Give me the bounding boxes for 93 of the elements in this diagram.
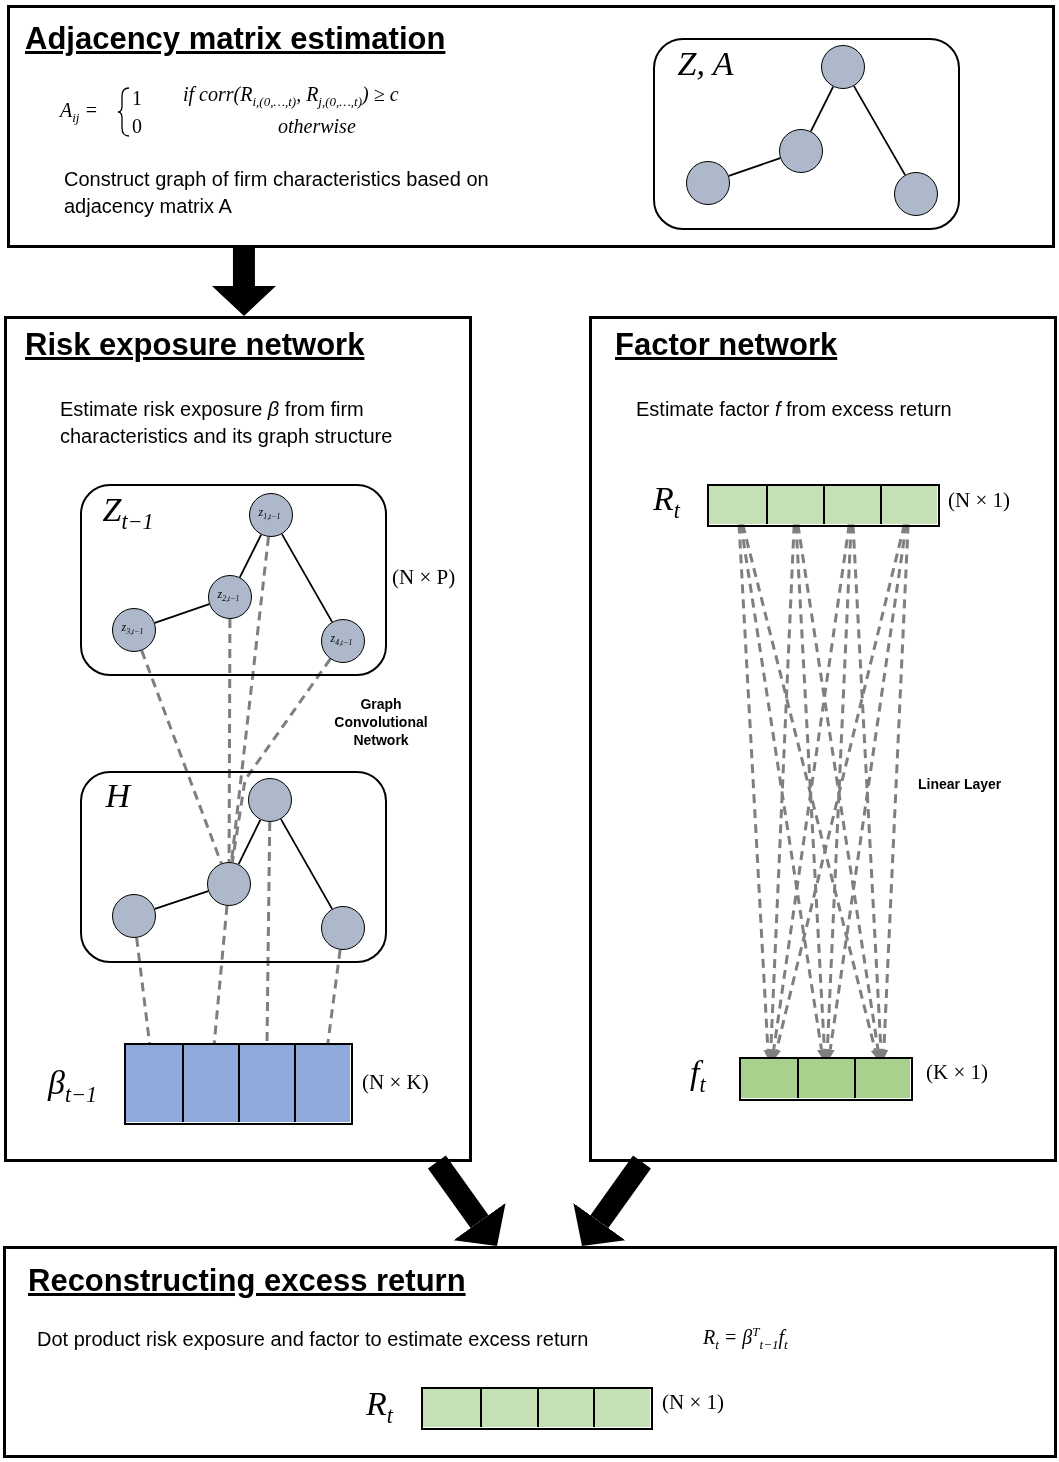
dashed-connector [879, 524, 910, 1060]
vector-cell [741, 1059, 797, 1098]
dashed-connector [769, 524, 851, 1060]
dashed-connector [825, 524, 908, 1060]
math-label: R$_{t}$ [366, 1384, 393, 1430]
panel-box [589, 316, 1057, 1162]
node-label: z$_{4,t−1}$ [329, 630, 354, 648]
vector-cell [797, 1059, 854, 1098]
vector-cell [182, 1045, 238, 1122]
dashed-connector [772, 524, 906, 1060]
vector-cell [294, 1045, 350, 1122]
math-label: Z$_{t−1}$ [102, 489, 154, 535]
dashed-connector [135, 937, 152, 1046]
vector-cell [537, 1389, 593, 1427]
vector-cell [854, 1059, 910, 1098]
description-text: Construct graph of firm characteristics based on adjacency matrix A [64, 167, 490, 219]
panel-title: Reconstructing excess return [28, 1262, 466, 1300]
graph-node-circle [893, 171, 938, 216]
vector-cell [766, 486, 823, 524]
panel-box [3, 1246, 1057, 1458]
panel-title: Factor network [615, 326, 838, 364]
graph-node-circle [320, 618, 365, 663]
graph-edge [809, 85, 835, 133]
dashed-connector [326, 949, 342, 1046]
graph-node-circle [206, 861, 251, 906]
graph-edge [281, 533, 333, 623]
dashed-connector [212, 905, 229, 1046]
dashed-connector [227, 619, 232, 862]
formula-text: otherwise [278, 114, 356, 138]
vector-cell [126, 1045, 182, 1122]
math-label: H [105, 775, 131, 816]
block-arrow [573, 1155, 651, 1246]
vector-cell [880, 486, 937, 524]
dimension-label: (N × 1) [662, 1390, 724, 1416]
math-label: f$_{t}$ [690, 1053, 706, 1099]
dashed-connector [140, 650, 223, 864]
graph-edge [153, 603, 211, 624]
layer-label: Graph Convolutional Network [333, 695, 429, 750]
vector-cell [709, 486, 766, 524]
description-text: Estimate risk exposure β from firm characteristics and its graph structure [60, 397, 394, 449]
description-text: Estimate factor f from excess return [636, 397, 953, 422]
graph-edge [727, 157, 782, 177]
dimension-label: (N × K) [362, 1070, 429, 1096]
math-label: Z, A [677, 43, 734, 84]
graph-node-circle [247, 777, 292, 822]
panel-title: Risk exposure network [25, 326, 365, 364]
panel-box [4, 316, 472, 1162]
description-text: Dot product risk exposure and factor to estimate excess return [37, 1327, 590, 1352]
graph-edge [853, 85, 906, 176]
dashed-connector [794, 524, 829, 1060]
panel-box [7, 5, 1055, 248]
block-arrow [427, 1155, 506, 1246]
formula-text: if corr(R$_{i,(0,…,t)}$, R$_{j,(0,…,t)}$) ≥ c [183, 82, 399, 110]
graph-edge [153, 890, 210, 910]
graph-container [80, 484, 387, 676]
dashed-connector [739, 524, 826, 1060]
node-label: z$_{2,t−1}$ [216, 586, 241, 604]
dashed-connector [741, 524, 880, 1060]
vector-bar [421, 1387, 653, 1430]
graph-container [80, 771, 387, 963]
math-label: R$_{t}$ [653, 479, 680, 525]
formula-text: 1 [132, 86, 142, 110]
vector-cell [480, 1389, 537, 1427]
dashed-connector [796, 524, 883, 1060]
block-arrow [211, 248, 276, 316]
node-label: z$_{3,t−1}$ [120, 619, 145, 637]
vector-cell [593, 1389, 650, 1427]
layer-label: Linear Layer [918, 775, 1002, 794]
dashed-connector [822, 524, 853, 1060]
graph-node-circle [778, 128, 823, 173]
formula-text: A$_{ij}$ = [60, 98, 98, 126]
vector-cell [823, 486, 880, 524]
dimension-label: (N × P) [392, 565, 456, 591]
graph-edge [238, 533, 263, 579]
vector-cell [238, 1045, 294, 1122]
vector-bar [707, 484, 940, 527]
dashed-connector [230, 658, 332, 863]
graph-edge [237, 818, 262, 866]
vector-cell [423, 1389, 480, 1427]
graph-node-circle [207, 574, 252, 619]
formula-text: 0 [132, 114, 142, 138]
dimension-label: (N × 1) [948, 488, 1010, 514]
graph-container [653, 38, 960, 230]
dimension-label: (K × 1) [926, 1060, 988, 1086]
graph-edge [280, 818, 333, 910]
vector-bar [124, 1043, 353, 1125]
graph-node-circle [320, 905, 365, 950]
formula-text: R$_{t}$ = β$^{T}$$_{t−1}$f$_{t}$ [703, 1324, 788, 1353]
node-label: z$_{1,t−1}$ [257, 504, 282, 522]
dashed-connector [766, 524, 796, 1060]
panel-title: Adjacency matrix estimation [25, 20, 446, 58]
math-label: β$_{t−1}$ [48, 1063, 98, 1109]
vector-bar [739, 1057, 913, 1101]
